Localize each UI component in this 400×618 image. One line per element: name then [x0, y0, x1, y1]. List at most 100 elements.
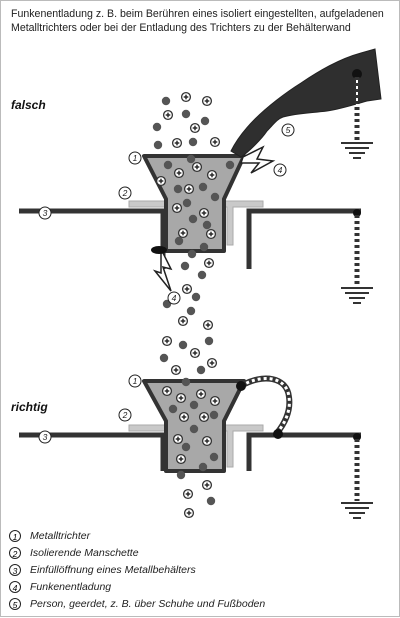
negative-charge	[225, 160, 235, 170]
negative-charge	[181, 377, 191, 387]
positive-charge	[183, 183, 195, 195]
negative-charge	[161, 96, 171, 106]
positive-charge	[161, 385, 173, 397]
container-wall-left-2	[19, 432, 166, 471]
positive-charge	[162, 109, 174, 121]
label-wrong: falsch	[11, 98, 46, 112]
negative-charge	[210, 192, 220, 202]
positive-charge	[177, 227, 189, 239]
positive-charge	[171, 137, 183, 149]
negative-charge	[180, 261, 190, 271]
positive-charge	[209, 395, 221, 407]
negative-charge	[174, 236, 184, 246]
negative-charge	[198, 462, 208, 472]
negative-charge	[187, 249, 197, 259]
container-wall-left	[19, 208, 166, 269]
ground-symbol-container-2	[341, 502, 373, 519]
positive-charge	[205, 228, 217, 240]
positive-charge	[206, 357, 218, 369]
negative-charge	[168, 404, 178, 414]
negative-charge	[198, 182, 208, 192]
scene-wrong	[19, 48, 382, 304]
negative-charge	[188, 214, 198, 224]
person-hand	[230, 48, 382, 158]
positive-charge	[189, 122, 201, 134]
svg-text:2: 2	[122, 188, 128, 198]
positive-charge	[170, 364, 182, 376]
callout-marker: 3	[38, 206, 52, 220]
svg-text:5: 5	[286, 125, 291, 135]
positive-charge	[161, 335, 173, 347]
negative-charge	[186, 306, 196, 316]
positive-charge	[195, 388, 207, 400]
negative-charge	[204, 336, 214, 346]
legend-text: Funkenentladung	[30, 581, 112, 593]
positive-charge	[191, 161, 203, 173]
callout-marker: 1	[128, 151, 142, 165]
negative-charge	[176, 470, 186, 480]
svg-text:3: 3	[43, 432, 48, 442]
container-wall-right	[246, 208, 361, 269]
positive-charge	[175, 453, 187, 465]
legend-number: 2	[9, 547, 21, 559]
negative-charge	[152, 122, 162, 132]
bond-point-funnel	[236, 381, 246, 391]
legend-number: 5	[9, 598, 21, 610]
negative-charge	[188, 137, 198, 147]
negative-charge	[163, 160, 173, 170]
svg-text:4: 4	[172, 293, 177, 303]
svg-text:4: 4	[278, 165, 283, 175]
legend-text: Isolierende Manschette	[30, 547, 139, 559]
bond-point-container	[273, 429, 283, 439]
person-ground-point	[352, 69, 362, 79]
negative-charge	[196, 365, 206, 375]
legend-item: 5 Person, geerdet, z. B. über Schuhe und …	[9, 596, 389, 612]
legend-item: 2 Isolierende Manschette	[9, 545, 389, 561]
ground-symbol-container	[341, 287, 373, 304]
positive-charge	[177, 315, 189, 327]
charges	[152, 91, 235, 519]
svg-text:1: 1	[133, 376, 138, 386]
positive-charge	[198, 411, 210, 423]
svg-text:2: 2	[122, 410, 128, 420]
callout-marker: 4	[273, 163, 287, 177]
negative-charge	[153, 140, 163, 150]
positive-charge	[189, 347, 201, 359]
positive-charge	[201, 95, 213, 107]
positive-charge	[173, 167, 185, 179]
negative-charge	[191, 292, 201, 302]
positive-charge	[155, 175, 167, 187]
positive-charge	[201, 435, 213, 447]
positive-charge	[183, 507, 195, 519]
positive-charge	[182, 488, 194, 500]
positive-charge	[171, 202, 183, 214]
svg-text:1: 1	[133, 153, 138, 163]
negative-charge	[199, 242, 209, 252]
negative-charge	[209, 410, 219, 420]
figure-title: Funkenentladung z. B. beim Berühren eine…	[11, 8, 384, 34]
legend-number: 3	[9, 564, 21, 576]
legend-item: 3 Einfüllöffnung eines Metallbehälters	[9, 562, 389, 578]
positive-charge	[172, 433, 184, 445]
callout-marker: 2	[118, 186, 132, 200]
spark-hand	[239, 145, 276, 174]
legend-text: Person, geerdet, z. B. über Schuhe und F…	[30, 598, 266, 610]
svg-text:3: 3	[43, 208, 48, 218]
legend-text: Einfüllöffnung eines Metallbehälters	[30, 564, 196, 576]
negative-charge	[182, 198, 192, 208]
negative-charge	[181, 109, 191, 119]
negative-charge	[197, 270, 207, 280]
negative-charge	[200, 116, 210, 126]
callout-marker: 2	[118, 408, 132, 422]
callouts: 1 2 3 4 4 5 1 2 3	[38, 123, 295, 444]
negative-charge	[159, 353, 169, 363]
positive-charge	[181, 283, 193, 295]
negative-charge	[178, 340, 188, 350]
legend-number: 1	[9, 530, 21, 542]
callout-marker: 5	[281, 123, 295, 137]
negative-charge	[173, 184, 183, 194]
